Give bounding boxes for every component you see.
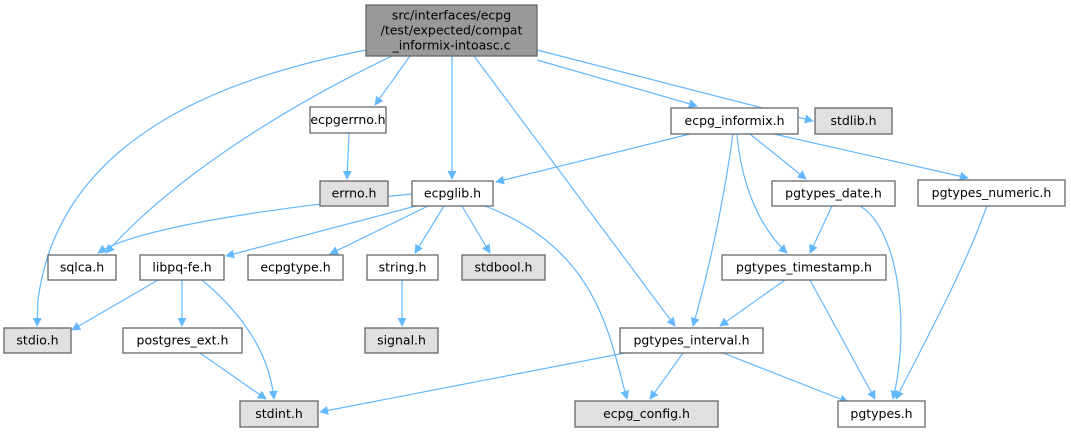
node-box	[461, 254, 546, 281]
node-label: ecpgtype.h	[260, 260, 330, 275]
node-box	[319, 180, 389, 207]
node-label: /test/expected/compat	[381, 23, 523, 38]
node-libpq_fe[interactable]: libpq-fe.h	[139, 254, 225, 281]
node-ecpg_config: ecpg_config.h	[574, 400, 719, 428]
node-ecpg_informix[interactable]: ecpg_informix.h	[670, 107, 799, 135]
node-label: pgtypes_interval.h	[633, 333, 749, 348]
node-box	[3, 327, 72, 354]
node-label: ecpg_informix.h	[685, 113, 785, 128]
node-label: sqlca.h	[60, 260, 104, 275]
edge-ecpglib-to-libpq_fe	[225, 205, 417, 259]
node-box	[239, 400, 319, 428]
edge-ecpgerrno-to-errno	[342, 132, 352, 180]
node-stdbool: stdbool.h	[461, 254, 546, 281]
node-pgtypes_timestamp[interactable]: pgtypes_timestamp.h	[721, 254, 887, 281]
node-label: pgtypes.h	[850, 406, 912, 421]
edge-pgtypes_timestamp-to-pgtypes	[809, 279, 876, 400]
edge-ecpg_informix-to-pgtypes_date	[749, 133, 807, 180]
node-signal: signal.h	[364, 327, 439, 354]
edge-main-to-pgtypes_interval	[473, 55, 676, 327]
node-label: stdlib.h	[830, 113, 876, 128]
node-box	[366, 254, 439, 281]
node-pgtypes[interactable]: pgtypes.h	[837, 400, 926, 428]
node-box	[814, 107, 893, 135]
node-string[interactable]: string.h	[366, 254, 439, 281]
node-box	[670, 107, 799, 135]
node-label: postgres_ext.h	[137, 333, 229, 348]
node-label: pgtypes_numeric.h	[932, 185, 1052, 200]
edge-main-to-ecpgerrno	[374, 55, 411, 106]
edge-pgtypes_date-to-pgtypes	[859, 205, 902, 400]
edge-main-to-sqlca	[105, 55, 393, 254]
node-label: ecpgerrno.h	[310, 112, 385, 127]
node-label: pgtypes_date.h	[785, 186, 882, 201]
edge-main-to-ecpg_informix	[536, 59, 698, 109]
edge-pgtypes_date-to-pgtypes_timestamp	[809, 205, 833, 254]
edge-ecpg_informix-to-ecpglib	[495, 133, 691, 185]
edge-ecpg_informix-to-pgtypes_timestamp	[736, 133, 788, 254]
node-label: stdint.h	[255, 406, 303, 421]
edge-ecpg_informix-to-pgtypes_numeric	[773, 133, 969, 181]
node-stdint: stdint.h	[239, 400, 319, 428]
node-ecpglib[interactable]: ecpglib.h	[411, 180, 494, 207]
edge-ecpglib-to-stdbool	[461, 205, 491, 254]
node-box	[721, 254, 887, 281]
edge-ecpglib-to-ecpgtype	[329, 205, 429, 255]
edge-pgtypes_timestamp-to-pgtypes_interval	[719, 279, 786, 327]
edges-layer	[32, 49, 988, 415]
node-label: pgtypes_timestamp.h	[736, 260, 872, 275]
node-ecpgtype[interactable]: ecpgtype.h	[247, 254, 344, 281]
node-pgtypes_interval[interactable]: pgtypes_interval.h	[619, 327, 764, 354]
edge-postgres_ext-to-stdint	[199, 352, 267, 400]
node-stdio: stdio.h	[3, 327, 72, 354]
node-postgres_ext[interactable]: postgres_ext.h	[122, 327, 243, 354]
node-label: src/interfaces/ecpg	[392, 8, 511, 23]
node-label: string.h	[379, 260, 427, 275]
node-box	[619, 327, 764, 354]
node-box	[247, 254, 344, 281]
node-label: _informix-intoasc.c	[391, 38, 510, 53]
node-box	[411, 180, 494, 207]
node-main[interactable]: src/interfaces/ecpg/test/expected/compat…	[365, 4, 538, 57]
node-box	[309, 106, 387, 134]
node-box	[837, 400, 926, 428]
node-label: stdbool.h	[475, 260, 533, 275]
node-box	[917, 179, 1066, 207]
node-pgtypes_date[interactable]: pgtypes_date.h	[771, 180, 896, 207]
node-box	[139, 254, 225, 281]
node-sqlca[interactable]: sqlca.h	[47, 254, 117, 281]
nodes-layer: src/interfaces/ecpg/test/expected/compat…	[3, 4, 1066, 428]
node-label: stdio.h	[16, 333, 58, 348]
node-stdlib: stdlib.h	[814, 107, 893, 135]
edge-ecpglib-to-string	[414, 205, 445, 254]
node-label: ecpglib.h	[424, 186, 481, 201]
edge-main-to-stdio	[32, 49, 367, 327]
edge-ecpg_informix-to-pgtypes_interval	[690, 133, 734, 327]
edge-pgtypes_interval-to-pgtypes	[722, 352, 849, 404]
node-label: signal.h	[377, 333, 426, 348]
node-box	[122, 327, 243, 354]
edge-ecpglib-to-ecpg_config	[484, 205, 630, 400]
edge-pgtypes_interval-to-stdint	[319, 352, 626, 415]
edge-pgtypes_numeric-to-pgtypes	[895, 205, 988, 400]
node-box	[47, 254, 117, 281]
node-errno: errno.h	[319, 180, 389, 207]
edge-pgtypes_interval-to-ecpg_config	[649, 352, 684, 400]
node-box	[365, 4, 538, 57]
node-label: errno.h	[332, 186, 377, 201]
edge-libpq_fe-to-stdint	[201, 279, 278, 400]
node-pgtypes_numeric[interactable]: pgtypes_numeric.h	[917, 179, 1066, 207]
node-box	[771, 180, 896, 207]
node-box	[364, 327, 439, 354]
node-ecpgerrno[interactable]: ecpgerrno.h	[309, 106, 387, 134]
node-label: libpq-fe.h	[152, 260, 211, 275]
edge-libpq_fe-to-stdio	[71, 279, 159, 331]
node-label: ecpg_config.h	[603, 406, 690, 421]
node-box	[574, 400, 719, 428]
